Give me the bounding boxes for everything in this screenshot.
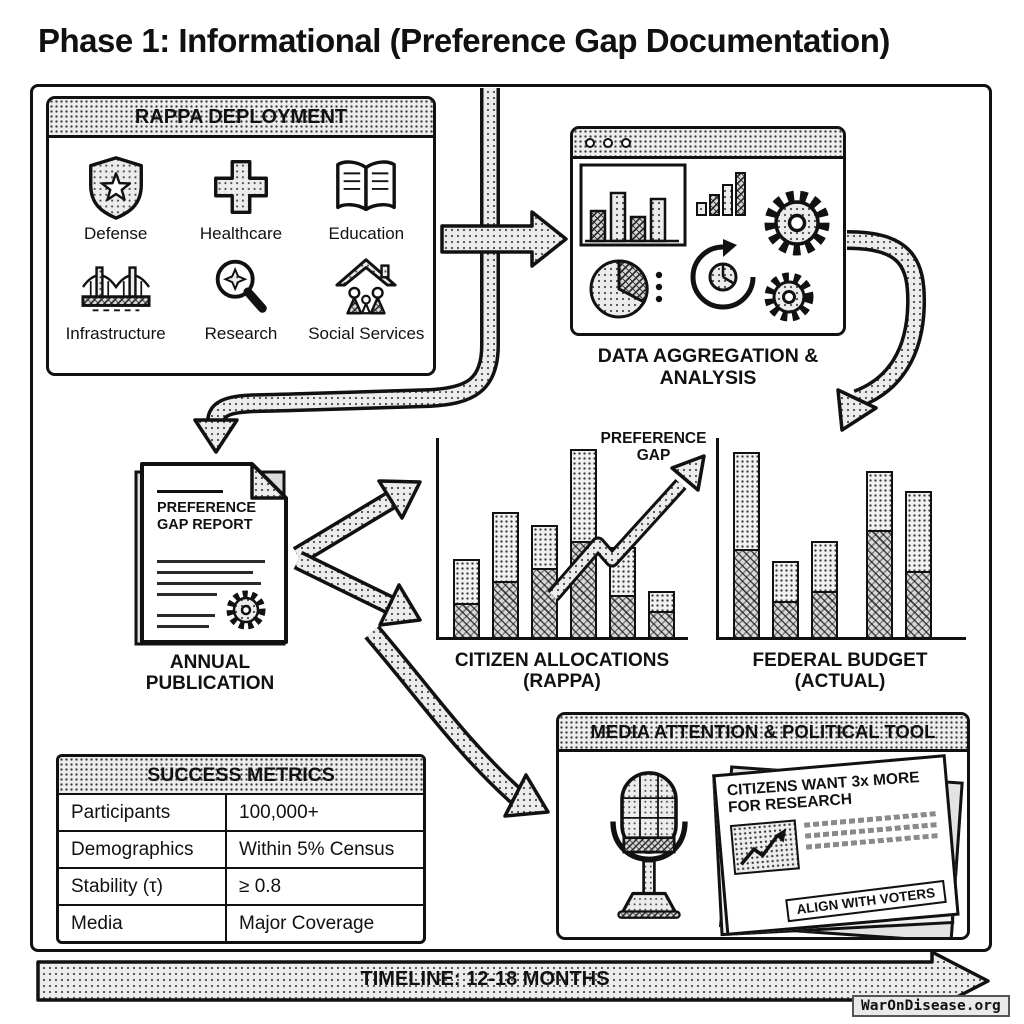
bar bbox=[609, 547, 636, 637]
metric-value: Major Coverage bbox=[239, 913, 375, 934]
newspaper-text-lines bbox=[803, 807, 944, 891]
timeline-label: TIMELINE: 12-18 MONTHS bbox=[360, 968, 610, 990]
mini-pie-chart-icon bbox=[589, 259, 663, 319]
media-body: CITIZENS WANT 3x MORE FOR RESEARCH ALIGN bbox=[559, 752, 967, 937]
bar bbox=[866, 471, 893, 637]
table-row: Participants 100,000+ bbox=[59, 793, 423, 830]
citizen-chart-caption: CITIZEN ALLOCATIONS (RAPPA) bbox=[454, 650, 670, 693]
table-row: Stability (τ) ≥ 0.8 bbox=[59, 867, 423, 904]
bar bbox=[648, 591, 675, 637]
rappa-item-label: Infrastructure bbox=[65, 324, 166, 343]
bar bbox=[811, 541, 838, 637]
doc-text-line bbox=[157, 582, 261, 585]
window-dot-icon bbox=[603, 137, 613, 148]
success-metrics-header: SUCCESS METRICS bbox=[59, 757, 423, 793]
media-attention-header: MEDIA ATTENTION & POLITICAL TOOL bbox=[559, 715, 967, 752]
rappa-item-education: Education bbox=[304, 144, 429, 244]
doc-text-line bbox=[157, 625, 209, 628]
window-dot-icon bbox=[621, 137, 631, 148]
rappa-item-research: Research bbox=[178, 244, 303, 344]
metric-value: 100,000+ bbox=[239, 802, 319, 823]
metric-label: Participants bbox=[59, 795, 227, 830]
open-book-icon bbox=[336, 160, 397, 212]
bar bbox=[733, 452, 760, 637]
citizen-chart-bars bbox=[436, 438, 688, 640]
gear-small-icon bbox=[764, 272, 814, 322]
mini-trend-bars-icon bbox=[696, 172, 746, 216]
bar bbox=[531, 525, 558, 637]
metric-label: Demographics bbox=[59, 832, 227, 867]
seal-gear-icon bbox=[226, 590, 266, 630]
doc-title: PREFERENCE GAP REPORT bbox=[157, 500, 257, 533]
bar bbox=[492, 512, 519, 637]
newspaper-front-page: CITIZENS WANT 3x MORE FOR RESEARCH ALIGN bbox=[712, 754, 960, 936]
annual-publication-caption: ANNUAL PUBLICATION bbox=[145, 652, 275, 695]
rappa-deployment-box: RAPPA DEPLOYMENT Defense Healthcare bbox=[46, 96, 436, 376]
bar bbox=[772, 561, 799, 637]
bar bbox=[570, 449, 597, 637]
rappa-deployment-title: RAPPA DEPLOYMENT bbox=[134, 105, 348, 128]
doc-text-line bbox=[157, 560, 265, 563]
bridge-icon bbox=[81, 266, 151, 312]
media-attention-box: MEDIA ATTENTION & POLITICAL TOOL CITIZEN… bbox=[556, 712, 970, 940]
metric-label: Stability (τ) bbox=[59, 869, 227, 904]
doc-text-line bbox=[157, 571, 253, 574]
medical-cross-icon bbox=[214, 160, 268, 214]
preference-gap-report-doc: PREFERENCE GAP REPORT bbox=[134, 458, 294, 648]
rappa-item-healthcare: Healthcare bbox=[178, 144, 303, 244]
doc-rule bbox=[157, 490, 223, 493]
doc-text-line bbox=[157, 614, 215, 617]
rappa-grid: Defense Healthcare Education bbox=[49, 138, 433, 346]
rappa-item-label: Defense bbox=[84, 224, 148, 243]
analysis-graphics bbox=[579, 163, 830, 322]
page-title: Phase 1: Informational (Preference Gap D… bbox=[38, 22, 890, 59]
bar bbox=[453, 559, 480, 637]
table-row: Media Major Coverage bbox=[59, 904, 423, 941]
window-dot-icon bbox=[585, 137, 595, 148]
newspaper: CITIZENS WANT 3x MORE FOR RESEARCH ALIGN bbox=[712, 754, 964, 937]
refresh-gauge-icon bbox=[690, 239, 756, 310]
media-attention-title: MEDIA ATTENTION & POLITICAL TOOL bbox=[590, 721, 936, 742]
rappa-item-infrastructure: Infrastructure bbox=[53, 244, 178, 344]
magnifier-icon bbox=[215, 259, 267, 313]
bar bbox=[905, 491, 932, 637]
metric-value: ≥ 0.8 bbox=[239, 876, 282, 897]
microphone-icon bbox=[610, 771, 688, 919]
rappa-item-label: Social Services bbox=[308, 324, 425, 343]
table-row: Demographics Within 5% Census bbox=[59, 830, 423, 867]
shield-star-icon bbox=[88, 156, 143, 220]
data-aggregation-box bbox=[570, 126, 846, 336]
data-aggregation-caption: DATA AGGREGATION & ANALYSIS bbox=[597, 345, 819, 389]
rappa-item-label: Healthcare bbox=[199, 224, 283, 243]
doc-text-line bbox=[157, 593, 217, 596]
federal-chart-bars bbox=[716, 438, 966, 640]
rappa-item-social-services: Social Services bbox=[304, 244, 429, 344]
success-metrics-table: SUCCESS METRICS Participants 100,000+ De… bbox=[56, 754, 426, 944]
watermark: WarOnDisease.org bbox=[852, 995, 1010, 1017]
newspaper-row bbox=[729, 807, 944, 897]
metric-value: Within 5% Census bbox=[239, 839, 395, 860]
success-metrics-title: SUCCESS METRICS bbox=[147, 763, 335, 786]
gear-large-icon bbox=[764, 190, 830, 256]
rappa-item-label: Education bbox=[328, 224, 405, 243]
preference-gap-label: PREFERENCE GAP bbox=[600, 430, 707, 465]
rappa-item-defense: Defense bbox=[53, 144, 178, 244]
document-icon bbox=[134, 462, 288, 646]
newspaper-chart-icon bbox=[729, 819, 800, 875]
mini-bar-chart-icon bbox=[579, 163, 687, 247]
browser-titlebar bbox=[573, 129, 843, 159]
federal-chart-caption: FEDERAL BUDGET (ACTUAL) bbox=[752, 650, 928, 693]
metric-label: Media bbox=[59, 906, 227, 941]
rappa-deployment-header: RAPPA DEPLOYMENT bbox=[49, 99, 433, 138]
family-house-icon bbox=[335, 258, 397, 315]
rappa-item-label: Research bbox=[204, 324, 278, 343]
